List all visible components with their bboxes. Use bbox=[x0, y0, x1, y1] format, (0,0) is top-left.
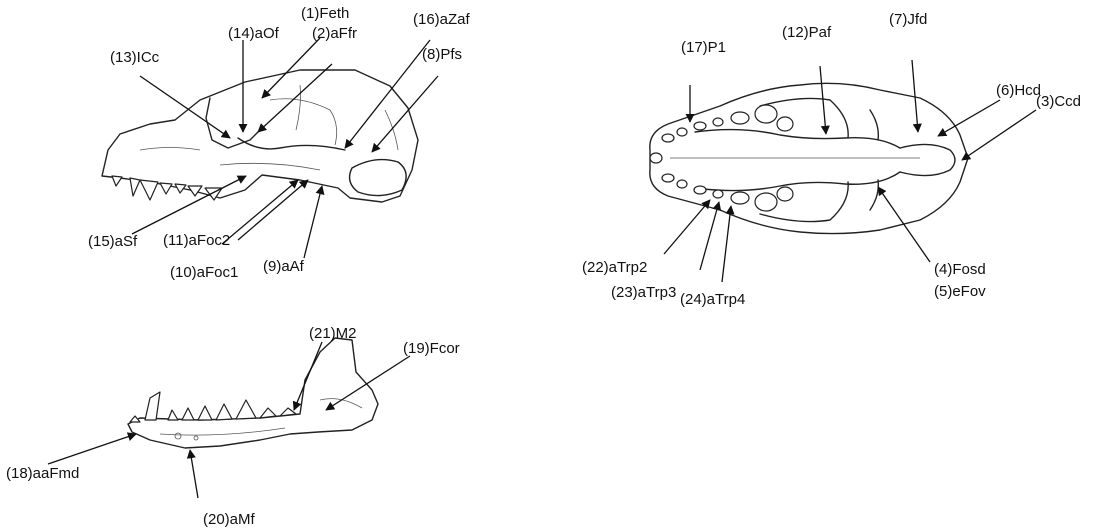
label-feth: (1)Feth bbox=[301, 5, 349, 22]
label-icc: (13)ICc bbox=[110, 49, 160, 66]
label-p1: (17)P1 bbox=[681, 39, 726, 56]
label-efov: (5)eFov bbox=[934, 283, 986, 300]
label-atrp2: (22)aTrp2 bbox=[582, 259, 647, 276]
label-aof: (14)aOf bbox=[228, 25, 280, 42]
label-aaf: (9)aAf bbox=[263, 258, 305, 275]
label-m2: (21)M2 bbox=[309, 325, 357, 342]
label-jfd: (7)Jfd bbox=[889, 11, 927, 28]
label-pfs: (8)Pfs bbox=[422, 46, 462, 63]
label-afoc2: (11)aFoc2 bbox=[163, 232, 230, 249]
label-affr: (2)aFfr bbox=[312, 25, 357, 42]
label-hcd: (6)Hcd bbox=[996, 82, 1041, 99]
label-aafmd: (18)aaFmd bbox=[6, 465, 79, 482]
label-ccd: (3)Ccd bbox=[1036, 93, 1081, 110]
label-afoc1: (10)aFoc1 bbox=[170, 264, 238, 281]
labels: (1)Feth (2)aFfr (3)Ccd (4)Fosd (5)eFov (… bbox=[6, 5, 1081, 528]
label-amf: (20)aMf bbox=[203, 511, 256, 528]
label-paf: (12)Paf bbox=[782, 24, 832, 41]
label-fcor: (19)Fcor bbox=[403, 340, 460, 357]
label-azaf: (16)aZaf bbox=[413, 11, 471, 28]
label-atrp3: (23)aTrp3 bbox=[611, 284, 676, 301]
lateral-skull-drawing bbox=[102, 70, 418, 202]
ventral-skull-drawing bbox=[650, 83, 968, 233]
label-asf: (15)aSf bbox=[88, 233, 138, 250]
label-fosd: (4)Fosd bbox=[934, 261, 986, 278]
mandible-drawing bbox=[128, 338, 378, 448]
label-atrp4: (24)aTrp4 bbox=[680, 291, 745, 308]
